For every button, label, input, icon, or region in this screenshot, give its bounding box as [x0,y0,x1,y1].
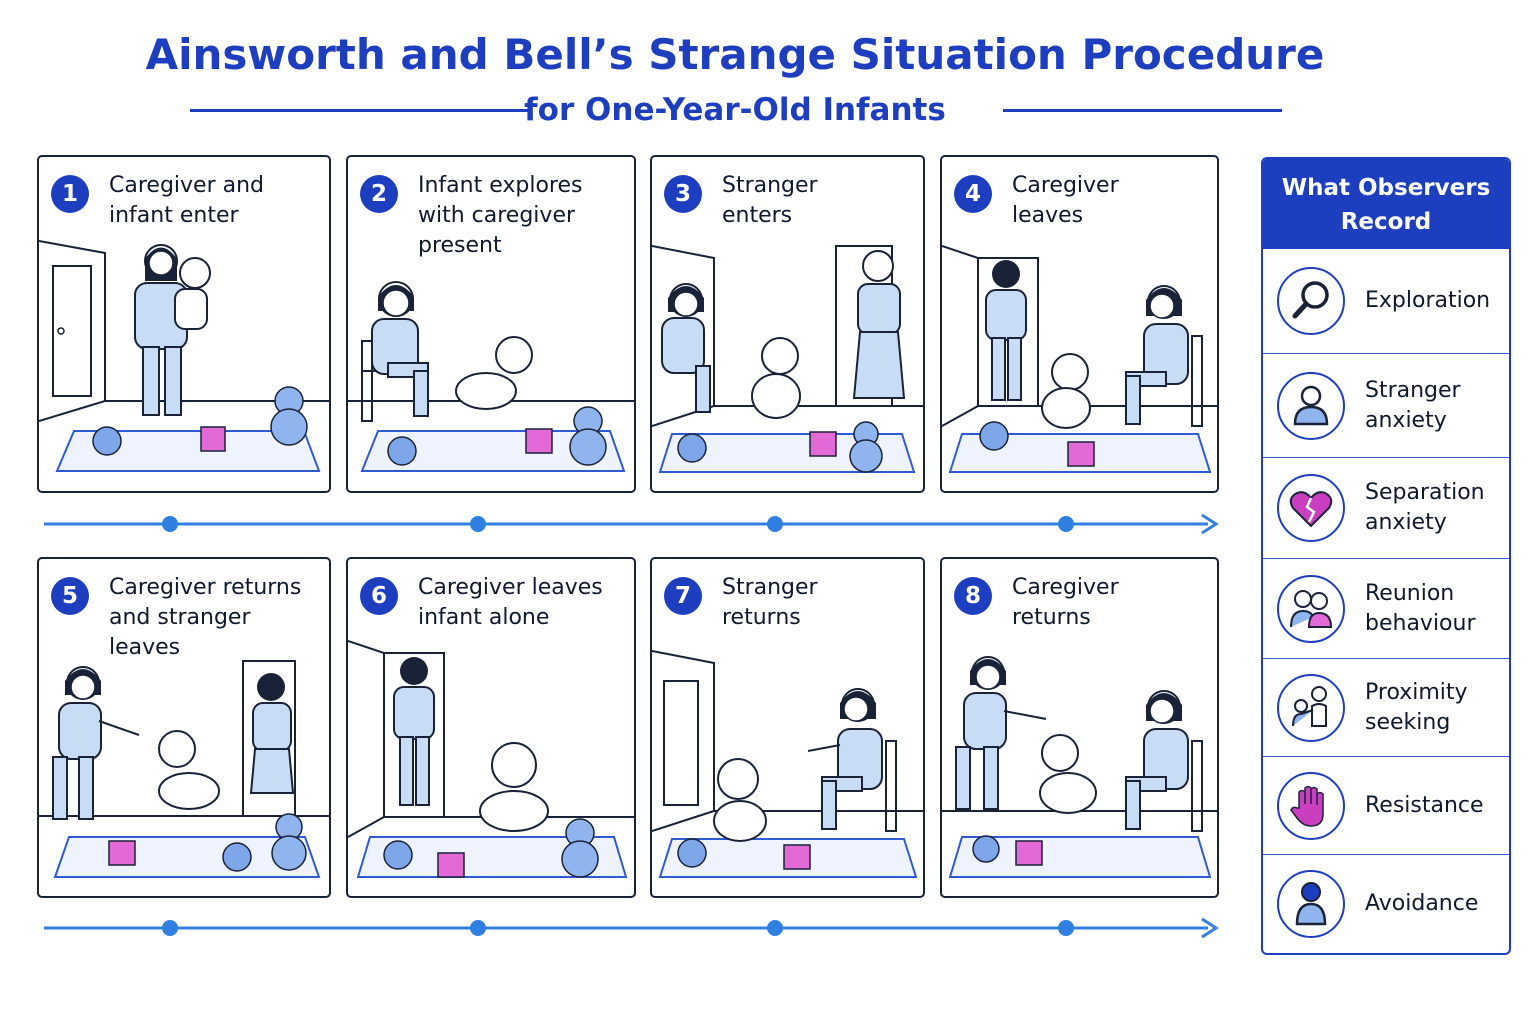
sidebar-item-proximity-seeking: Proximity seeking [1263,658,1509,756]
episode-label: Caregiver returns and stranger leaves [109,575,302,660]
episode-panel-8: 8 Caregiver returns [940,557,1219,898]
person-icon [1277,371,1345,440]
sidebar-item-label: Reunion behaviour [1365,580,1476,636]
episode-panel-3: 3 Stranger enters [650,155,925,493]
sidebar-item-separation-anxiety: Separation anxiety [1263,457,1509,558]
episode-number: 1 [51,175,89,213]
sidebar-item-label: Stranger anxiety [1365,377,1461,433]
episode-label: Infant explores with caregiver present [418,173,583,258]
episode-number: 5 [51,577,89,615]
episode-number: 2 [360,175,398,213]
episode-label: Stranger enters [722,173,818,228]
subtitle-rule-right [1003,109,1282,112]
sidebar-heading: What Observers Record [1263,159,1509,249]
page-title: Ainsworth and Bell’s Strange Situation P… [145,30,1325,79]
sidebar-item-resistance: Resistance [1263,756,1509,854]
episode-number: 7 [664,577,702,615]
broken-heart-icon [1277,474,1345,542]
episode-label: Caregiver returns [1012,575,1119,630]
episode-panel-5: 5 Caregiver returns and stranger leaves [37,557,331,898]
episode-scene-illustration [348,281,634,472]
episode-label: Stranger returns [722,575,818,630]
sidebar-item-exploration: Exploration [1263,249,1509,353]
episode-panel-7: 7 Stranger returns [650,557,925,898]
raised-hand-icon [1277,771,1345,840]
episode-scene-illustration [348,640,634,878]
episode-label: Caregiver and infant enter [109,173,264,228]
episode-label: Caregiver leaves [1012,173,1119,228]
episode-panel-1: 1 Caregiver and infant enter [37,155,331,493]
sidebar-item-reunion-behaviour: Reunion behaviour [1263,558,1509,658]
hug-icon [1277,574,1345,643]
episode-number: 8 [954,577,992,615]
episode-panel-6: 6 Caregiver leaves infant alone [346,557,636,898]
episode-panel-2: 2 Infant explores with caregiver present [346,155,636,493]
episode-scene-illustration [39,660,329,878]
episode-scene-illustration [652,650,923,878]
episode-label: Caregiver leaves infant alone [418,575,603,630]
episode-scene-illustration [652,245,923,473]
page-subtitle: for One-Year-Old Infants [524,92,946,128]
timeline-row-2 [44,917,1219,939]
episode-number: 6 [360,577,398,615]
sidebar-item-stranger-anxiety: Stranger anxiety [1263,353,1509,457]
sidebar-item-label: Proximity seeking [1365,679,1468,735]
episode-number: 4 [954,175,992,213]
episode-panel-4: 4 Caregiver leaves [940,155,1219,493]
episode-scene-illustration [942,656,1217,878]
episode-number: 3 [664,175,702,213]
sidebar-item-label: Exploration [1365,288,1491,313]
magnifier-icon [1277,267,1345,335]
episode-scene-illustration [942,245,1217,473]
turned-away-icon [1277,869,1345,938]
child-reaching-icon [1277,673,1345,742]
episode-scene-illustration [39,240,329,472]
subtitle-rule-left [190,109,530,112]
sidebar-item-label: Avoidance [1365,890,1479,916]
sidebar-item-label: Resistance [1365,792,1484,818]
timeline-row-1 [44,513,1219,535]
observers-record-sidebar: What Observers Record Exploration Strang… [1261,157,1511,955]
sidebar-item-avoidance: Avoidance [1263,854,1509,952]
sidebar-item-label: Separation anxiety [1365,480,1485,535]
